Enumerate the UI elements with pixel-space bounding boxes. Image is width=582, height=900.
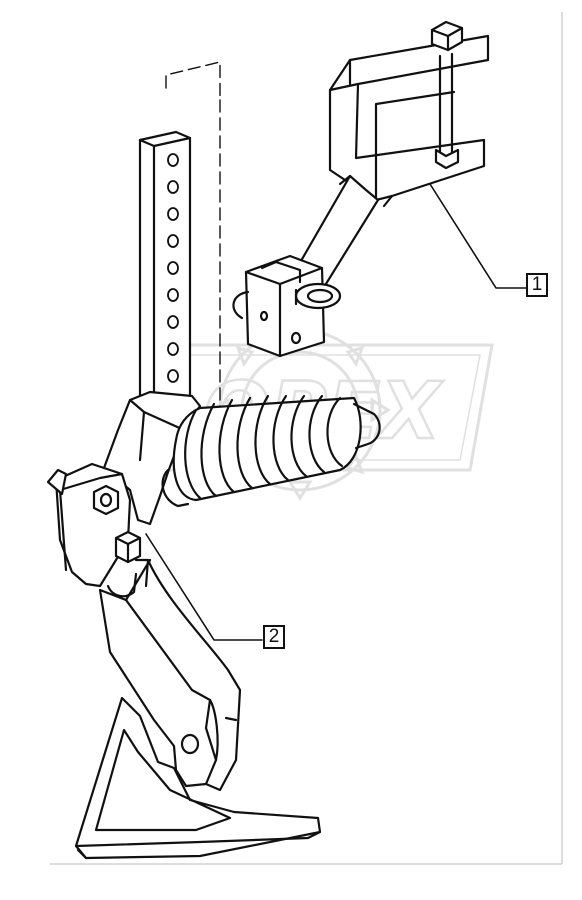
leader-line-2 xyxy=(145,533,263,641)
callout-1-number: 1 xyxy=(531,274,543,295)
line-art xyxy=(46,20,527,860)
pivot-bolt-upper xyxy=(92,484,120,516)
frame-clamp xyxy=(328,20,490,208)
leader-line-1 xyxy=(429,183,527,289)
pivot-bolt-lower xyxy=(114,530,142,564)
callout-1: 1 xyxy=(526,273,548,297)
callout-2-number: 2 xyxy=(268,626,280,647)
callout-2: 2 xyxy=(263,625,285,649)
tine-shank xyxy=(98,558,242,792)
sweep-share xyxy=(74,696,322,860)
pivot-plate xyxy=(46,462,142,598)
compression-spring xyxy=(161,394,381,508)
frame-border xyxy=(50,12,563,865)
locking-pin-ring xyxy=(294,282,342,310)
depth-adjustment-bar xyxy=(138,130,192,420)
pin-bracket xyxy=(232,254,342,358)
assembly-dash-line xyxy=(165,61,221,441)
